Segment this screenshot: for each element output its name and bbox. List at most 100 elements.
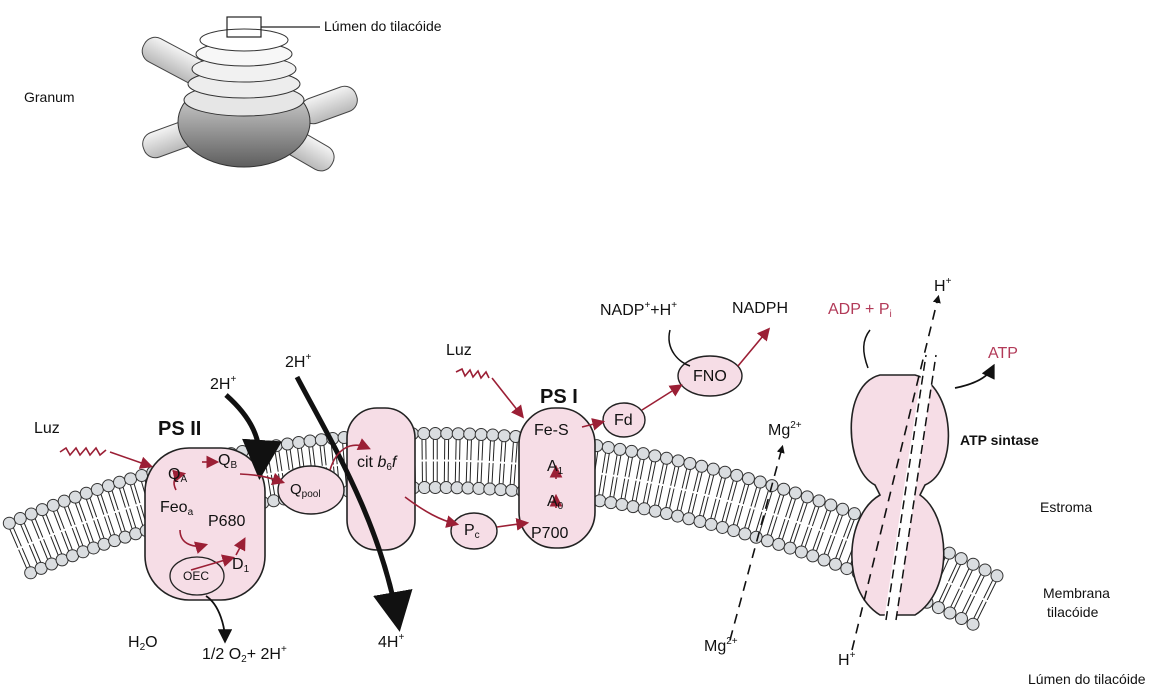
lipid-head: [268, 495, 280, 507]
light-arrow-left: [110, 452, 150, 466]
lipid-head: [464, 428, 476, 440]
lipid-head: [616, 499, 628, 511]
mg-label-stroma: Mg2+: [768, 420, 802, 440]
light-label-left: Luz: [34, 420, 60, 438]
atp-synthase-label: ATP sintase: [960, 432, 1039, 448]
lipid-head: [848, 508, 860, 520]
lipid-head: [440, 482, 452, 494]
membrane-label-line2: tilacóide: [1047, 604, 1098, 620]
lipid-head: [841, 563, 853, 575]
lipid-head: [818, 554, 830, 566]
proton-2h-ps2: 2H+: [210, 374, 236, 394]
lumen-callout-label: Lúmen do tilacóide: [324, 18, 442, 34]
lipid-head: [955, 613, 967, 625]
lipid-head: [304, 435, 316, 447]
pc-label: Pc: [464, 522, 480, 541]
lipid-head: [58, 495, 70, 507]
lipid-head: [627, 501, 639, 513]
lipid-head: [614, 443, 626, 455]
lipid-head: [418, 428, 430, 440]
light-wave-left: [60, 448, 106, 455]
lipid-head: [506, 484, 518, 496]
lipid-head: [761, 535, 773, 547]
cyt-b6f-label: cit b6f: [357, 454, 396, 473]
lipid-head: [754, 476, 766, 488]
lipid-head: [498, 430, 510, 442]
lipid-head: [967, 618, 979, 630]
lipid-head: [602, 441, 614, 453]
granum-illustration: [138, 17, 361, 175]
proton-2h-cyt: 2H+: [285, 352, 311, 372]
lipid-head: [825, 499, 837, 511]
lipid-head: [125, 473, 137, 485]
ps1-fes: Fe-S: [534, 422, 569, 440]
lipid-head: [462, 482, 474, 494]
membrane-label-line1: Membrana: [1043, 585, 1110, 601]
lipid-head: [694, 516, 706, 528]
fno-label: FNO: [693, 368, 727, 386]
light-wave-right: [456, 369, 489, 378]
lipid-head: [484, 483, 496, 495]
lipid-head: [731, 469, 743, 481]
lipid-head: [672, 455, 684, 467]
lipid-head: [495, 484, 507, 496]
proton-stroma-atp: H+: [934, 276, 951, 296]
lipid-head: [991, 570, 1003, 582]
ps2-oec: OEC: [183, 569, 209, 583]
light-label-right: Luz: [446, 342, 472, 360]
ps2-d1: D1: [232, 556, 249, 575]
nadph-label: NADPH: [732, 300, 788, 318]
lipid-head: [281, 438, 293, 450]
granum-label: Granum: [24, 89, 75, 105]
lipid-head: [716, 521, 728, 533]
lipid-head: [837, 503, 849, 515]
lipid-head: [979, 564, 991, 576]
lipid-head: [684, 457, 696, 469]
lipid-head: [683, 513, 695, 525]
ps2-qb: QB: [218, 452, 237, 471]
cytochrome-b6f: [347, 408, 415, 550]
lipid-head: [270, 440, 282, 452]
lipid-head: [637, 448, 649, 460]
lipid-head: [114, 476, 126, 488]
lipid-head: [696, 460, 708, 472]
lipid-head: [829, 558, 841, 570]
water-label: H2O: [128, 634, 158, 653]
lipid-head: [750, 531, 762, 543]
lipid-head: [473, 482, 485, 494]
ps1-a0: A0: [547, 493, 563, 512]
lipid-head: [429, 427, 441, 439]
ps2-title: PS II: [158, 418, 201, 441]
ps1-title: PS I: [540, 386, 578, 409]
lipid-head: [638, 503, 650, 515]
ps1-a1: A1: [547, 458, 563, 477]
adp-pi-label: ADP + Pi: [828, 301, 892, 320]
atp-output-arrow: [955, 367, 993, 388]
lipid-head: [14, 513, 26, 525]
lipid-head: [742, 473, 754, 485]
lipid-head: [605, 497, 617, 509]
proton-4h-lumen: 4H+: [378, 632, 404, 652]
lumen-region-label: Lúmen do tilacóide: [1028, 671, 1146, 687]
lipid-head: [25, 508, 37, 520]
lipid-head: [80, 487, 92, 499]
lipid-head: [784, 542, 796, 554]
mg-label-lumen: Mg2+: [704, 636, 738, 656]
lipid-head: [3, 517, 15, 529]
ps2-feo: Feoa: [160, 499, 193, 518]
lipid-head: [452, 428, 464, 440]
ps2-qa: QA: [168, 466, 187, 485]
lipid-head: [626, 445, 638, 457]
lipid-head: [813, 495, 825, 507]
lipid-head: [955, 553, 967, 565]
ps2-p680: P680: [208, 513, 245, 531]
lipid-head: [487, 429, 499, 441]
lipid-head: [705, 518, 717, 530]
lipid-head: [660, 508, 672, 520]
nadp-input-curve: [669, 330, 690, 366]
lipid-head: [429, 481, 441, 493]
atp-synthase: [851, 355, 948, 620]
lipid-head: [475, 428, 487, 440]
lipid-head: [91, 483, 103, 495]
